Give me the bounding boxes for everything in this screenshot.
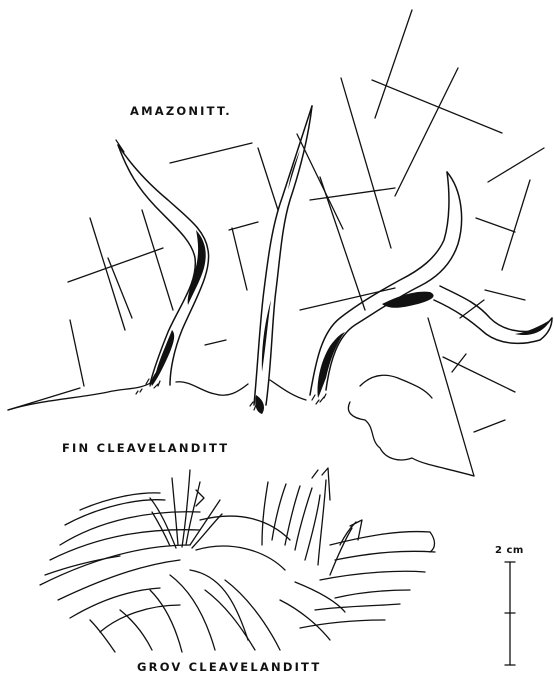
- cleavelandite-vein-middle: [254, 106, 312, 414]
- fine-cleavelandite-label: FIN CLEAVELANDITT: [62, 441, 229, 455]
- amazonite-cleavage-lines: [8, 10, 544, 476]
- amazonite-label: AMAZONITT.: [130, 104, 232, 118]
- fine-cleavelandite-boundary: [8, 380, 474, 476]
- cleavelandite-vein-left: [116, 140, 209, 386]
- coarse-cleavelandite-label: GROV CLEAVELANDITT: [137, 660, 321, 674]
- fine-cleavelandite-boundary-right: [360, 375, 432, 398]
- cleavelandite-vein-right: [310, 172, 552, 398]
- coarse-cleavelandite-blades: [40, 468, 435, 652]
- scale-bar-label: 2 cm: [495, 545, 524, 556]
- scale-bar: [505, 562, 515, 665]
